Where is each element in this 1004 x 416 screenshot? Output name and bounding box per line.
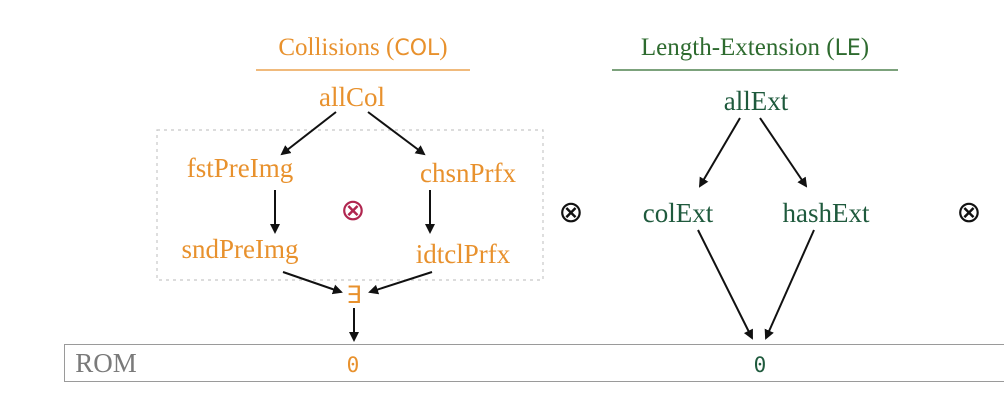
rom-value-le: 0 [753,353,767,377]
node-sndpreimg: sndPreImg [181,234,299,264]
col-inner-otimes: ⊗ [340,193,366,228]
arrow-allcol-chsn [367,111,426,156]
node-allext: allExt [723,86,789,116]
node-colext: colExt [642,198,714,228]
arrow-snd-exists [282,271,343,295]
col-header: Collisions (COL) [278,33,447,64]
le-header-close: ) [860,34,870,61]
arrow-allcol-fst [280,111,337,156]
node-chsnprfx: chsnPrfx [420,158,516,188]
le-header-tag: LE [834,36,861,61]
node-hashext: hashExt [782,198,870,228]
arrow-allext-colext [698,117,741,188]
le-header: Length-Extension (LE) [641,33,869,64]
otimes-between: ⊗ [558,195,584,230]
col-header-tag: COL [394,36,440,61]
rom-value-col: 0 [346,353,360,377]
col-header-close: ) [439,34,448,61]
rom-label: ROM [75,348,137,378]
col-dotted-box [156,129,544,281]
arrow-colext-rom [697,229,753,340]
node-idtclprfx: idtclPrfx [415,239,511,269]
rom-bar [64,344,1004,382]
arrow-idtcl-exists [368,271,433,295]
node-allcol: allCol [319,82,385,112]
le-header-text: Length-Extension ( [640,34,835,61]
arrow-allext-hashext [759,117,808,188]
node-exists: ∃ [346,281,362,309]
col-header-text: Collisions ( [278,34,395,61]
node-fstpreimg: fstPreImg [186,153,294,183]
arrow-hashext-rom [764,229,815,340]
otimes-right: ⊗ [956,195,982,230]
